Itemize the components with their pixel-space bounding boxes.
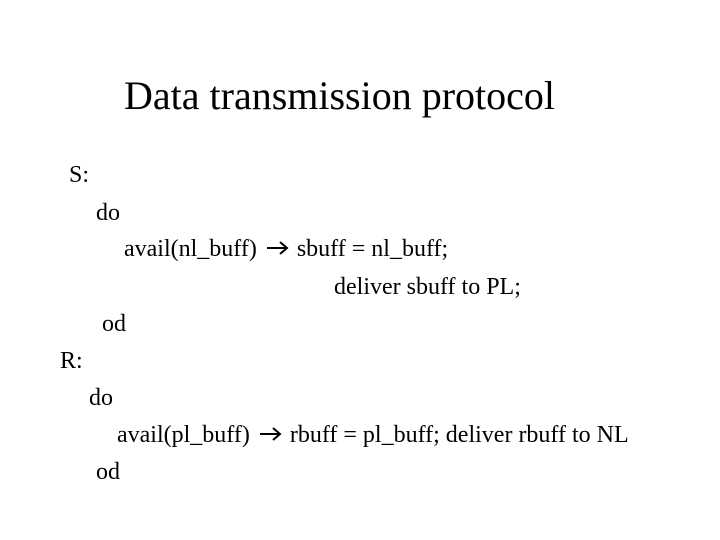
- sender-od-keyword: od: [102, 311, 126, 337]
- receiver-do-keyword: do: [89, 385, 113, 411]
- receiver-action: rbuff = pl_buff; deliver rbuff to NL: [289, 422, 629, 448]
- sender-action-1: sbuff = nl_buff;: [296, 236, 449, 262]
- sender-do-keyword: do: [96, 200, 120, 226]
- sender-guarded-command: avail(nl_buff) sbuff = nl_buff;: [124, 235, 448, 263]
- receiver-label: R:: [60, 348, 83, 374]
- receiver-od-keyword: od: [96, 459, 120, 485]
- receiver-guard: avail(pl_buff): [117, 422, 250, 448]
- right-arrow-icon: [258, 424, 284, 444]
- sender-action-2: deliver sbuff to PL;: [334, 274, 521, 300]
- slide-title: Data transmission protocol: [124, 73, 556, 118]
- sender-guard: avail(nl_buff): [124, 236, 257, 262]
- sender-label: S:: [69, 162, 90, 188]
- right-arrow-icon: [265, 238, 291, 258]
- receiver-guarded-command: avail(pl_buff) rbuff = pl_buff; deliver r…: [117, 421, 629, 449]
